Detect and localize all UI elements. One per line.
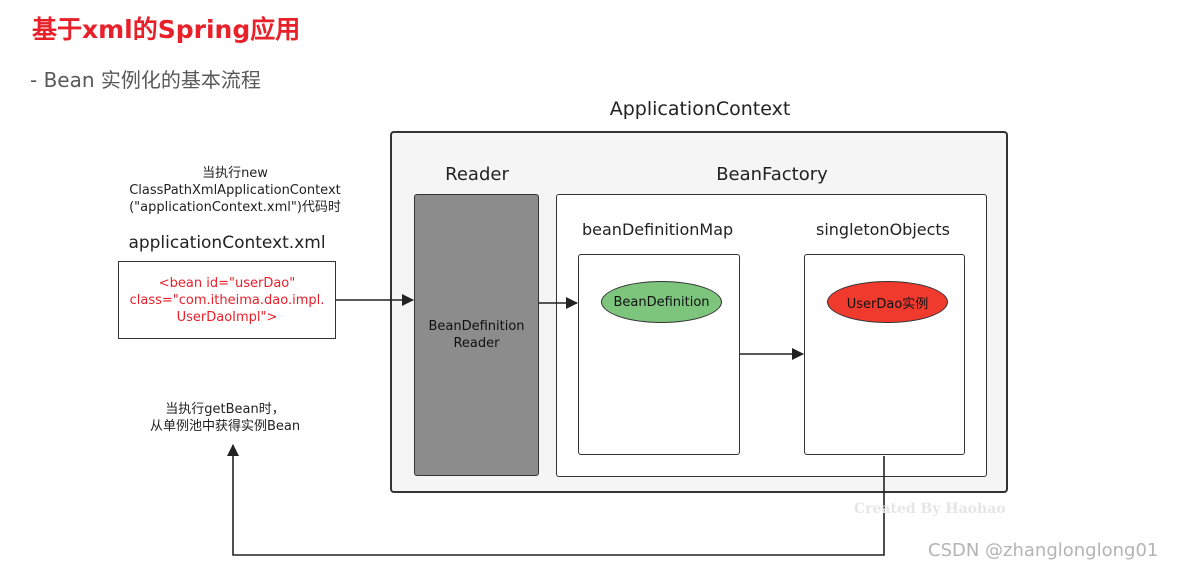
page-title: 基于xml的Spring应用: [32, 15, 301, 44]
xml-bean-box: <bean id="userDao" class="com.itheima.da…: [118, 261, 336, 339]
page-subtitle: - Bean 实例化的基本流程: [30, 68, 261, 92]
reader-text: BeanDefinition: [428, 319, 525, 334]
bean-definition-text: BeanDefinition: [613, 294, 710, 310]
arrow-getbean-return: [227, 444, 885, 556]
note-line: ("applicationContext.xml")代码时: [129, 200, 341, 215]
xml-file-label: applicationContext.xml: [128, 233, 326, 253]
bean-definition-ellipse: BeanDefinition: [601, 281, 722, 323]
note-line: 当执行new: [202, 166, 268, 181]
xml-line: class="com.itheima.dao.impl.: [129, 292, 325, 308]
userdao-instance-ellipse: UserDao实例: [827, 281, 948, 323]
site-watermark: CSDN @zhanglonglong01: [928, 540, 1159, 561]
author-watermark: Created By Haohao: [854, 501, 1006, 517]
singleton-objects-label: singletonObjects: [816, 220, 951, 239]
reader-text: Reader: [453, 336, 500, 351]
note-line: ClassPathXmlApplicationContext: [129, 183, 341, 198]
xml-line: <bean id="userDao": [158, 275, 296, 291]
reader-label: Reader: [445, 164, 509, 185]
note-line: 当执行getBean时，: [165, 402, 285, 417]
bean-definition-map-label: beanDefinitionMap: [582, 220, 734, 239]
reader-box: BeanDefinition Reader: [414, 194, 539, 476]
userdao-instance-text: UserDao实例: [846, 296, 929, 312]
new-context-note: 当执行new ClassPathXmlApplicationContext ("…: [100, 165, 370, 216]
bean-factory-label: BeanFactory: [716, 164, 828, 185]
note-line: 从单例池中获得实例Bean: [149, 419, 301, 434]
get-bean-note: 当执行getBean时， 从单例池中获得实例Bean: [110, 401, 340, 435]
xml-line: UserDaoImpl">: [176, 309, 278, 325]
application-context-label: ApplicationContext: [609, 98, 791, 120]
